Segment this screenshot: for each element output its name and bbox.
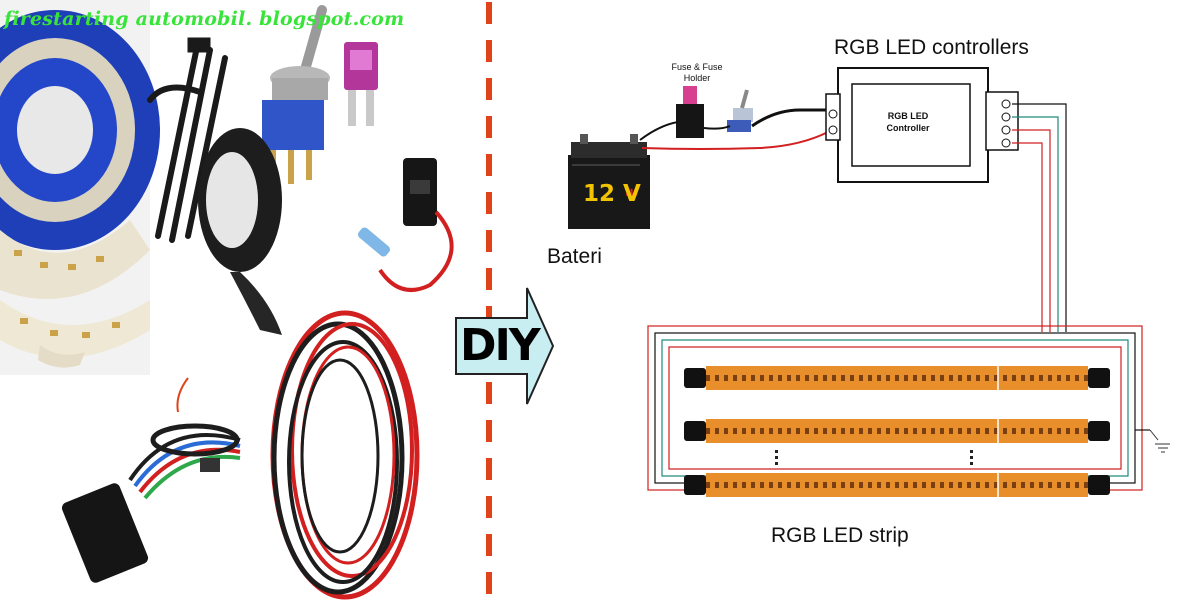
led-strip-3 (684, 473, 1110, 497)
fuse-holder-icon (357, 158, 454, 292)
battery-voltage-label: 12 V (583, 181, 641, 207)
blade-fuse-icon (344, 42, 378, 126)
controllers-label: RGB LED controllers (834, 36, 1029, 59)
led-strip-1 (684, 366, 1110, 390)
fuse-holder-icon (676, 86, 704, 138)
wiring-diagram: + (568, 67, 1170, 497)
rgb-controller-box-icon (61, 377, 241, 583)
led-strip-2 (684, 419, 1110, 443)
svg-text:+: + (624, 184, 639, 205)
controller-inner-line2: Controller (886, 123, 930, 133)
strip-bus-wires (647, 325, 1150, 491)
fuse-holder-label: Fuse & Fuse Holder (671, 62, 723, 83)
ground-symbol-icon (1149, 429, 1170, 453)
watermark-text: firestarting automobil. blogspot.com (4, 8, 405, 30)
cable-tie-icon (147, 37, 228, 243)
controller-inner-label: RGB LED Controller (866, 110, 950, 134)
diy-arrow (455, 287, 555, 405)
toggle-switch-icon (727, 89, 753, 132)
controller-inner-line1: RGB LED (887, 111, 929, 121)
led-strip-label: RGB LED strip (771, 524, 909, 547)
car-battery-icon: + (568, 134, 650, 229)
ellipsis-dots (775, 450, 973, 465)
parts-collage (0, 0, 454, 600)
electrical-tape-icon (198, 128, 282, 335)
red-black-wire-icon (270, 310, 420, 600)
rgb-controller-box-icon (825, 67, 1019, 183)
battery-label: Bateri (547, 245, 602, 268)
diy-arrow-label: DIY (460, 320, 541, 371)
toggle-switch-icon (262, 5, 330, 184)
led-strip-reel-icon (0, 0, 160, 375)
